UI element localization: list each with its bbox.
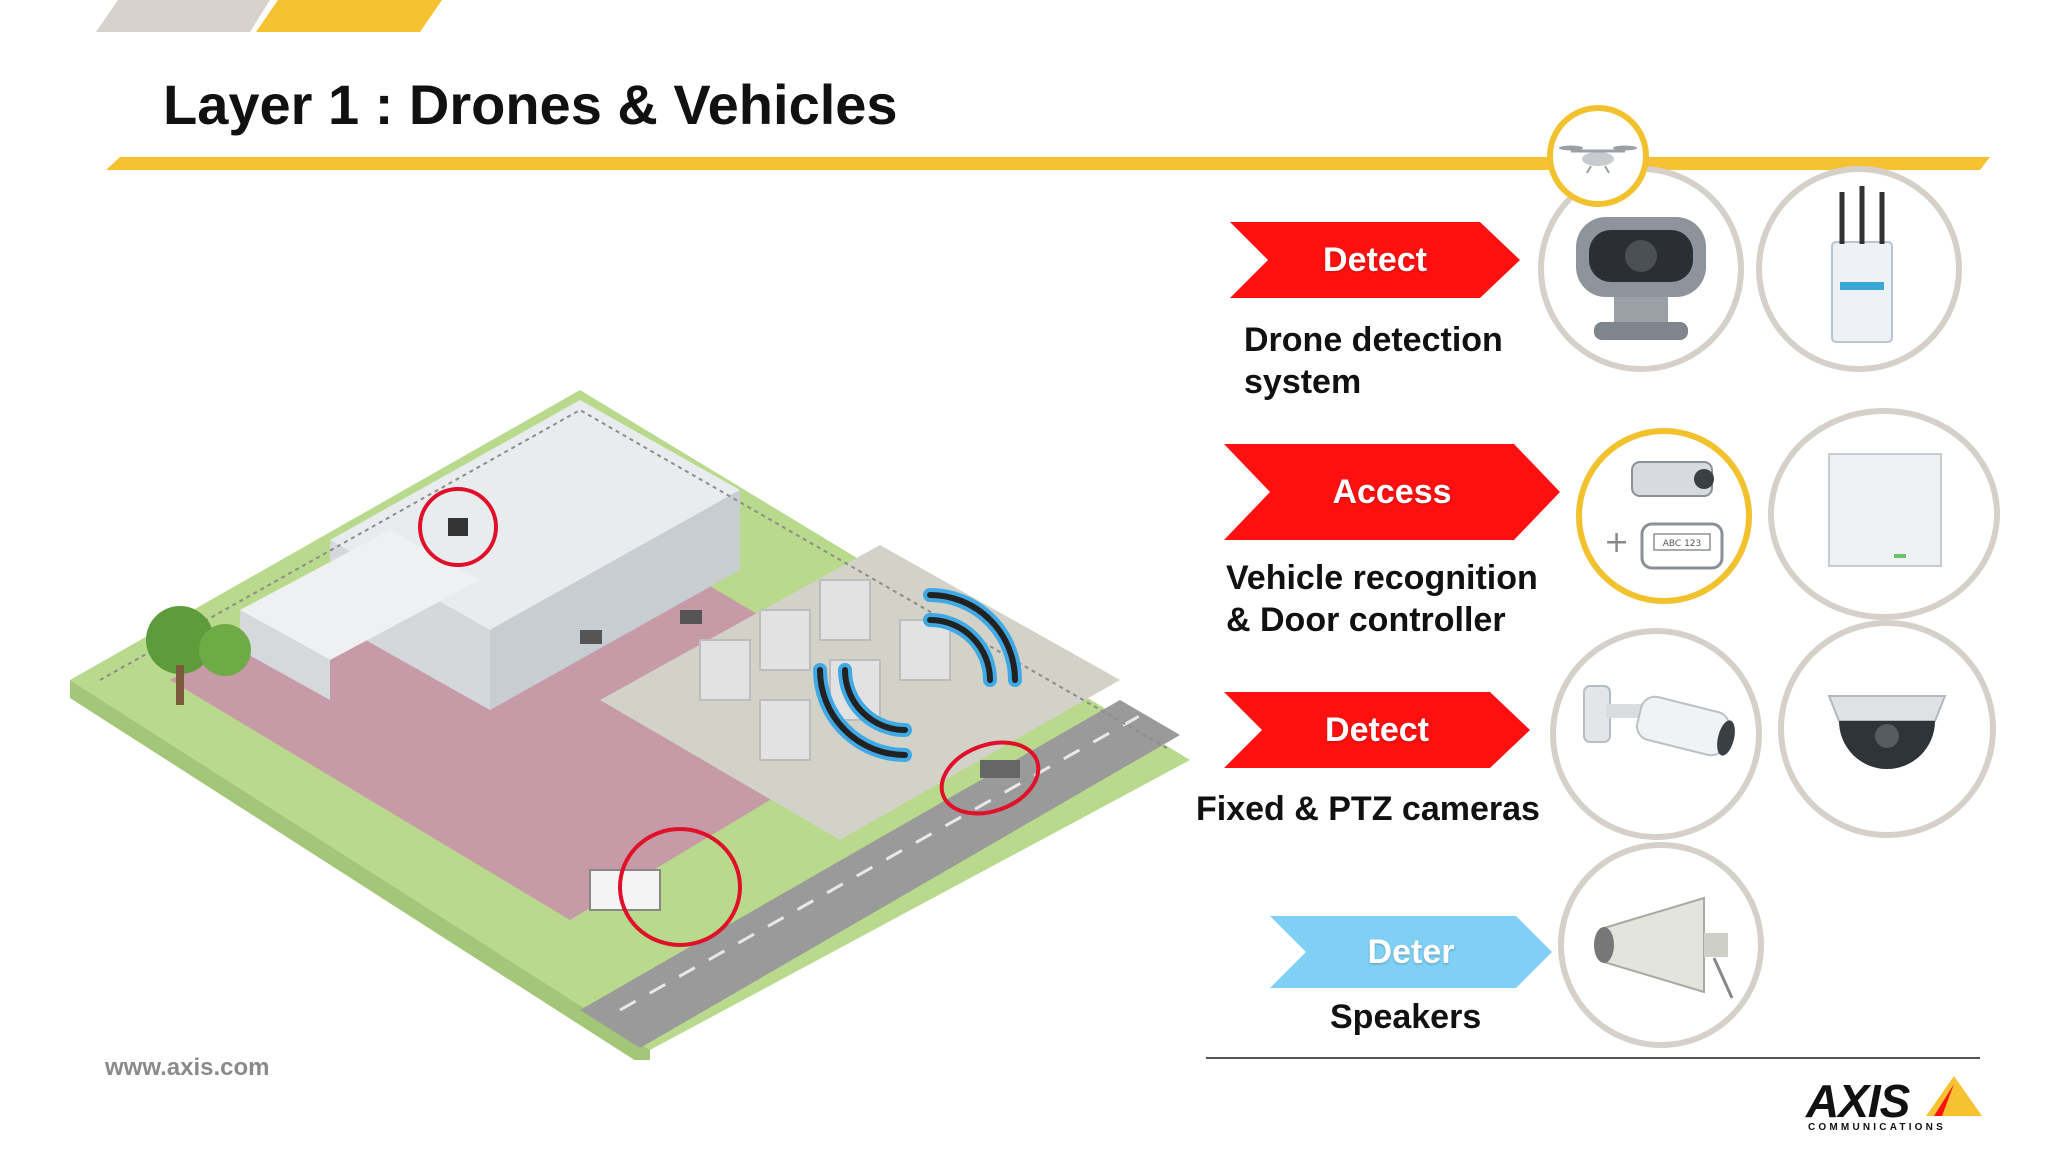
- deter-label: Deter: [1367, 932, 1455, 971]
- detect-camera-label: Detect: [1325, 710, 1429, 749]
- detect-label: Detect: [1323, 240, 1427, 279]
- vehicle-recognition-line-2: & Door controller: [1226, 601, 1506, 639]
- horn-speaker-icon: [1594, 896, 1734, 999]
- bullet-camera-circle: [1550, 628, 1762, 840]
- vehicle-recognition-line-1: Vehicle recognition: [1226, 559, 1538, 597]
- drone-camera-highlight: [418, 487, 498, 567]
- logo-subtext: COMMUNICATIONS: [1808, 1122, 1946, 1133]
- drone-icon: [1559, 145, 1637, 174]
- page-title: Layer 1 : Drones & Vehicles: [163, 73, 898, 136]
- fixed-ptz-line-1: Fixed & PTZ cameras: [1196, 790, 1540, 828]
- ptz-camera-circle: [1538, 166, 1744, 372]
- speakers-text: Speakers: [1330, 996, 1481, 1038]
- access-label: Access: [1332, 472, 1452, 511]
- car-highlight: [939, 740, 1041, 816]
- vehicle-recognition-text: Vehicle recognition & Door controller: [1226, 557, 1538, 641]
- door-controller-icon: [1828, 453, 1942, 567]
- dome-camera-circle: [1778, 620, 1996, 838]
- detect-camera-tag: Detect: [1224, 692, 1530, 768]
- license-plate-camera-circle: + ABC 123: [1576, 428, 1752, 604]
- bottom-divider: [1206, 1057, 1980, 1059]
- drone-detection-text: Drone detection system: [1244, 319, 1503, 403]
- drone-detection-line-2: system: [1244, 363, 1362, 401]
- axis-logo: AXIS COMMUNICATIONS: [1806, 1075, 1982, 1136]
- door-controller-circle: [1768, 408, 2000, 620]
- header-decor: [96, 0, 442, 32]
- radio-antenna-icon: [1831, 186, 1893, 343]
- logo-text: AXIS: [1806, 1075, 1910, 1127]
- drone-badge: [1547, 105, 1649, 207]
- speakers-line-1: Speakers: [1330, 998, 1482, 1036]
- wireless-signal-icon: [813, 588, 1022, 762]
- title-underline: [106, 157, 1990, 170]
- deter-tag: Deter: [1270, 916, 1552, 988]
- radio-antenna-circle: [1756, 166, 1962, 372]
- license-plate-camera-icon: + ABC 123: [1604, 461, 1724, 570]
- truck-highlight: [618, 827, 742, 947]
- bullet-camera-icon: [1583, 685, 1735, 757]
- access-tag: Access: [1224, 444, 1560, 540]
- truck: [589, 869, 661, 911]
- car: [980, 760, 1020, 778]
- site-isometric-illustration: [70, 390, 1190, 1060]
- fixed-ptz-text: Fixed & PTZ cameras: [1196, 788, 1540, 830]
- ptz-camera-icon: [1576, 217, 1706, 340]
- horn-speaker-circle: [1558, 842, 1764, 1048]
- dome-camera-icon: [1827, 695, 1947, 769]
- detect-drone-tag: Detect: [1230, 222, 1520, 298]
- drone-detection-line-1: Drone detection: [1244, 321, 1503, 359]
- footer-url[interactable]: www.axis.com: [105, 1054, 270, 1081]
- svg-text:+: +: [1604, 525, 1629, 560]
- plate-text: ABC 123: [1663, 539, 1702, 549]
